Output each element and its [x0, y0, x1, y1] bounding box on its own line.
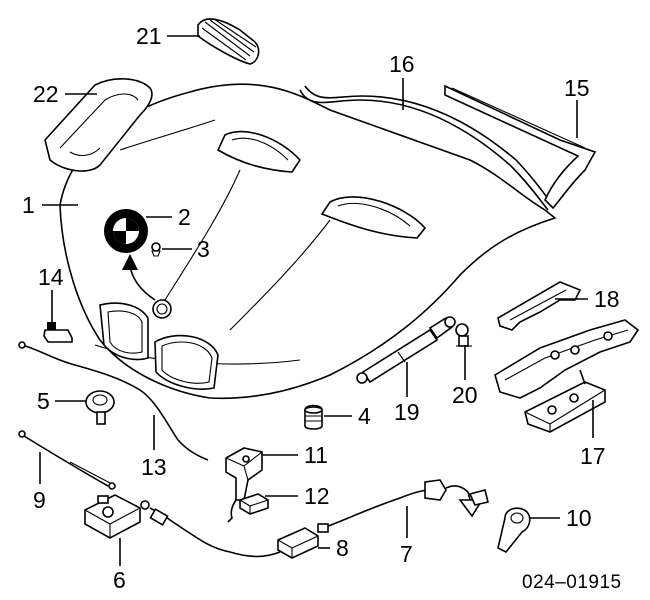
buffer-14: [43, 322, 73, 343]
leader-lines: [39, 35, 594, 566]
callout-16: 16: [389, 51, 415, 77]
callout-2: 2: [178, 204, 191, 230]
callout-4: 4: [358, 403, 371, 429]
hood-latch-11: [225, 447, 263, 523]
callout-labels: 21 22 16 15 1 2 3 14 18 5 4 19 20 13 11 …: [22, 23, 620, 593]
hood-panel: [59, 83, 557, 400]
air-grille-21: [197, 18, 260, 65]
callout-12: 12: [304, 483, 330, 509]
hood-seal-15: [444, 84, 597, 210]
bracket-plate-18: [497, 281, 582, 331]
callout-18: 18: [594, 286, 620, 312]
callout-17: 17: [580, 443, 606, 469]
arrow-emblem-location: [122, 254, 172, 319]
callout-8: 8: [336, 535, 349, 561]
callout-3: 3: [197, 236, 210, 262]
callout-1: 1: [22, 192, 35, 218]
hood-lock-6: [84, 494, 141, 539]
callout-13: 13: [141, 454, 167, 480]
callout-11: 11: [304, 442, 328, 468]
release-knob-5: [85, 390, 115, 425]
callout-20: 20: [452, 382, 478, 408]
callout-5: 5: [37, 388, 50, 414]
callout-14: 14: [38, 264, 64, 290]
bowden-cable-8: [140, 500, 319, 559]
hood-seal-16: [299, 85, 554, 211]
release-cable-13: [18, 341, 209, 461]
reference-code: 024–01915: [522, 572, 622, 593]
air-scoop-22: [44, 78, 153, 172]
grommet-3: [151, 242, 161, 257]
clip-12: [239, 493, 269, 515]
callout-21: 21: [136, 23, 162, 49]
callout-19: 19: [394, 399, 420, 425]
callout-9: 9: [33, 487, 46, 513]
release-rod-9: [18, 430, 116, 490]
lever-10: [497, 507, 531, 554]
bumper-4: [304, 404, 323, 430]
callout-22: 22: [33, 81, 59, 107]
callout-15: 15: [564, 75, 590, 101]
callout-6: 6: [113, 567, 126, 593]
emblem-2: [104, 209, 148, 253]
bowden-cable-7: [317, 479, 489, 533]
ball-stud-20: [455, 323, 472, 347]
hood-hinge-17: [494, 319, 640, 433]
gas-strut-19: [356, 316, 456, 384]
callout-10: 10: [566, 505, 592, 531]
callout-7: 7: [400, 541, 413, 567]
